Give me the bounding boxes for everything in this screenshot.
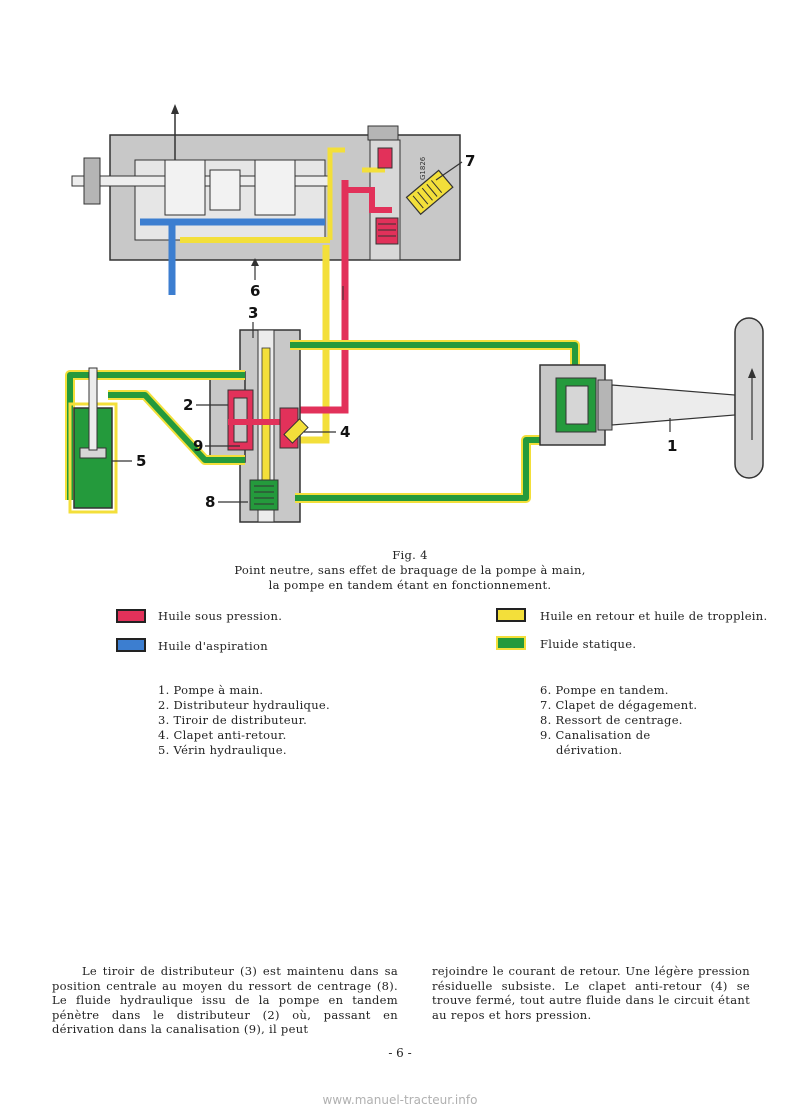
body-text-col2: rejoindre le courant de retour. Une légè… bbox=[432, 964, 750, 1022]
part-item: 5. Vérin hydraulique. bbox=[158, 743, 287, 757]
callout-9: 9 bbox=[193, 437, 203, 455]
legend-label-suction: Huile d'aspiration bbox=[158, 639, 268, 653]
part-item: 9. Canalisation de bbox=[540, 728, 651, 742]
legend-swatch-static bbox=[496, 636, 526, 650]
callout-1: 1 bbox=[667, 437, 677, 455]
pressure-line-pump bbox=[341, 147, 399, 330]
relief-valve-7 bbox=[405, 169, 454, 216]
body-text-col1: Le tiroir de distributeur (3) est mainte… bbox=[52, 964, 398, 1036]
page-number: - 6 - bbox=[388, 1046, 412, 1060]
legend-swatch-return bbox=[496, 608, 526, 622]
hydraulic-diagram: G1826 bbox=[65, 104, 764, 523]
legend-label-static: Fluide statique. bbox=[540, 637, 637, 651]
distributor-block bbox=[209, 329, 309, 523]
suction-line bbox=[140, 218, 325, 295]
return-line-pump bbox=[180, 147, 385, 243]
part-item: 4. Clapet anti-retour. bbox=[158, 728, 287, 742]
parts-list-right: 6. Pompe en tandem. 7. Clapet de dégagem… bbox=[540, 683, 697, 758]
callout-2: 2 bbox=[183, 396, 193, 414]
callouts: 7 6 3 2 9 4 5 8 1 bbox=[112, 152, 677, 511]
connecting-lines bbox=[292, 245, 349, 444]
callout-6: 6 bbox=[250, 282, 260, 300]
callout-4: 4 bbox=[340, 423, 350, 441]
legend-label-pressure: Huile sous pression. bbox=[158, 609, 283, 623]
caption-line-1: Point neutre, sans effet de braquage de … bbox=[234, 563, 586, 577]
callout-5: 5 bbox=[136, 452, 146, 470]
part-item: 8. Ressort de centrage. bbox=[540, 713, 683, 727]
legend-swatch-pressure bbox=[116, 609, 146, 623]
legend-swatch-suction bbox=[116, 638, 146, 652]
stamp-label: G1826 bbox=[419, 156, 427, 180]
parts-list-left: 1. Pompe à main. 2. Distributeur hydraul… bbox=[158, 683, 330, 758]
outlet-arrow bbox=[171, 104, 179, 160]
figure-caption: Fig. 4 Point neutre, sans effet de braqu… bbox=[160, 548, 660, 593]
caption-line-2: la pompe en tandem étant en fonctionneme… bbox=[268, 578, 552, 592]
callout-3: 3 bbox=[248, 304, 258, 322]
part-item: 6. Pompe en tandem. bbox=[540, 683, 669, 697]
part-item: 2. Distributeur hydraulique. bbox=[158, 698, 330, 712]
callout-7: 7 bbox=[465, 152, 475, 170]
tandem-pump-block bbox=[71, 125, 461, 261]
hydraulic-cylinder bbox=[68, 367, 118, 514]
part-item: 1. Pompe à main. bbox=[158, 683, 264, 697]
hand-pump bbox=[539, 317, 764, 479]
part-item: 3. Tiroir de distributeur. bbox=[158, 713, 308, 727]
callout-8: 8 bbox=[205, 493, 215, 511]
part-item: dérivation. bbox=[556, 743, 623, 757]
watermark: www.manuel-tracteur.info bbox=[322, 1093, 478, 1107]
legend-label-return: Huile en retour et huile de tropplein. bbox=[540, 609, 768, 623]
figure-label: Fig. 4 bbox=[392, 548, 428, 562]
part-item: 7. Clapet de dégagement. bbox=[540, 698, 698, 712]
